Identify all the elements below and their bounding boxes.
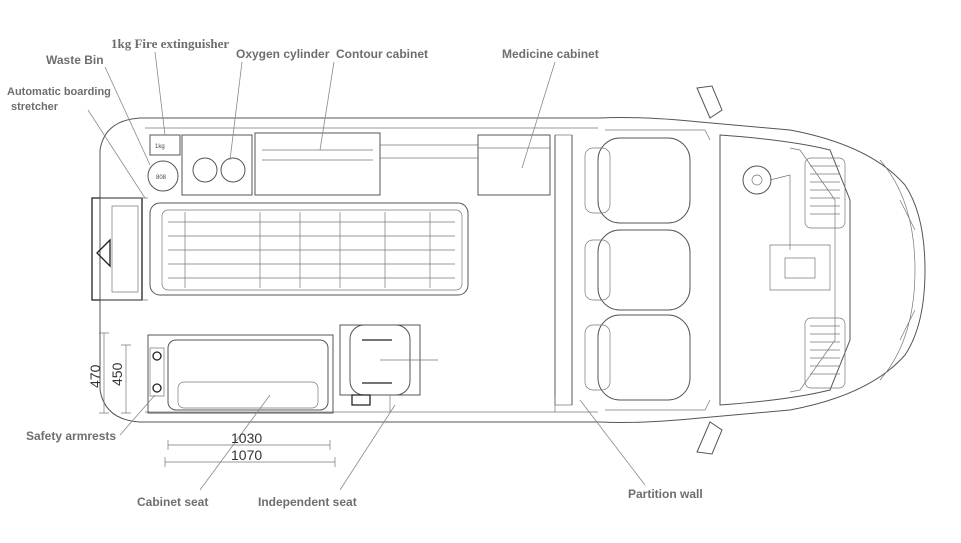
independent-seat bbox=[339, 324, 438, 406]
oxygen-cylinder-cabinet bbox=[181, 134, 253, 196]
cab-seats bbox=[584, 129, 711, 411]
vehicle-body bbox=[99, 85, 926, 455]
automatic-boarding-stretcher bbox=[91, 197, 469, 301]
middle-seat bbox=[584, 229, 691, 311]
oxygen-cylinder-label: Oxygen cylinder bbox=[236, 47, 330, 61]
fire-extinguisher-label: 1kg Fire extinguisher bbox=[111, 36, 229, 51]
fire-extinguisher: 1kg bbox=[149, 134, 181, 156]
waste-bin-label: Waste Bin bbox=[46, 53, 104, 67]
cabinet-seat bbox=[147, 334, 334, 414]
passenger-seat bbox=[584, 314, 711, 411]
dim-1030: 1030 bbox=[231, 430, 262, 446]
independent-seat-label: Independent seat bbox=[258, 495, 357, 509]
medicine-cabinet bbox=[477, 134, 551, 196]
dash-vent-bottom bbox=[804, 317, 846, 389]
safety-armrests bbox=[149, 347, 165, 397]
dim-470: 470 bbox=[87, 364, 103, 388]
dim-450: 450 bbox=[109, 362, 125, 386]
cabinet-seat-label: Cabinet seat bbox=[137, 495, 208, 509]
dim-1070: 1070 bbox=[231, 447, 262, 463]
leader-lines bbox=[87, 51, 646, 491]
contour-cabinet bbox=[254, 132, 478, 196]
waste-bin: 808 bbox=[147, 160, 179, 192]
partition-wall-label: Partition wall bbox=[628, 487, 703, 501]
driver-seat bbox=[584, 129, 711, 224]
auto-stretcher-label-line2: stretcher bbox=[11, 101, 59, 113]
dash-vent-top bbox=[804, 157, 846, 229]
safety-armrests-label: Safety armrests bbox=[26, 429, 116, 443]
steering-wheel bbox=[742, 165, 791, 250]
extinguisher-tag: 1kg bbox=[155, 144, 165, 150]
partition-wall bbox=[554, 134, 573, 406]
contour-cabinet-label: Contour cabinet bbox=[336, 47, 428, 61]
dimension-lines bbox=[99, 332, 336, 467]
bin-tag: 808 bbox=[156, 175, 167, 181]
auto-stretcher-label-line1: Automatic boarding bbox=[7, 86, 111, 98]
medicine-cabinet-label: Medicine cabinet bbox=[502, 47, 599, 61]
